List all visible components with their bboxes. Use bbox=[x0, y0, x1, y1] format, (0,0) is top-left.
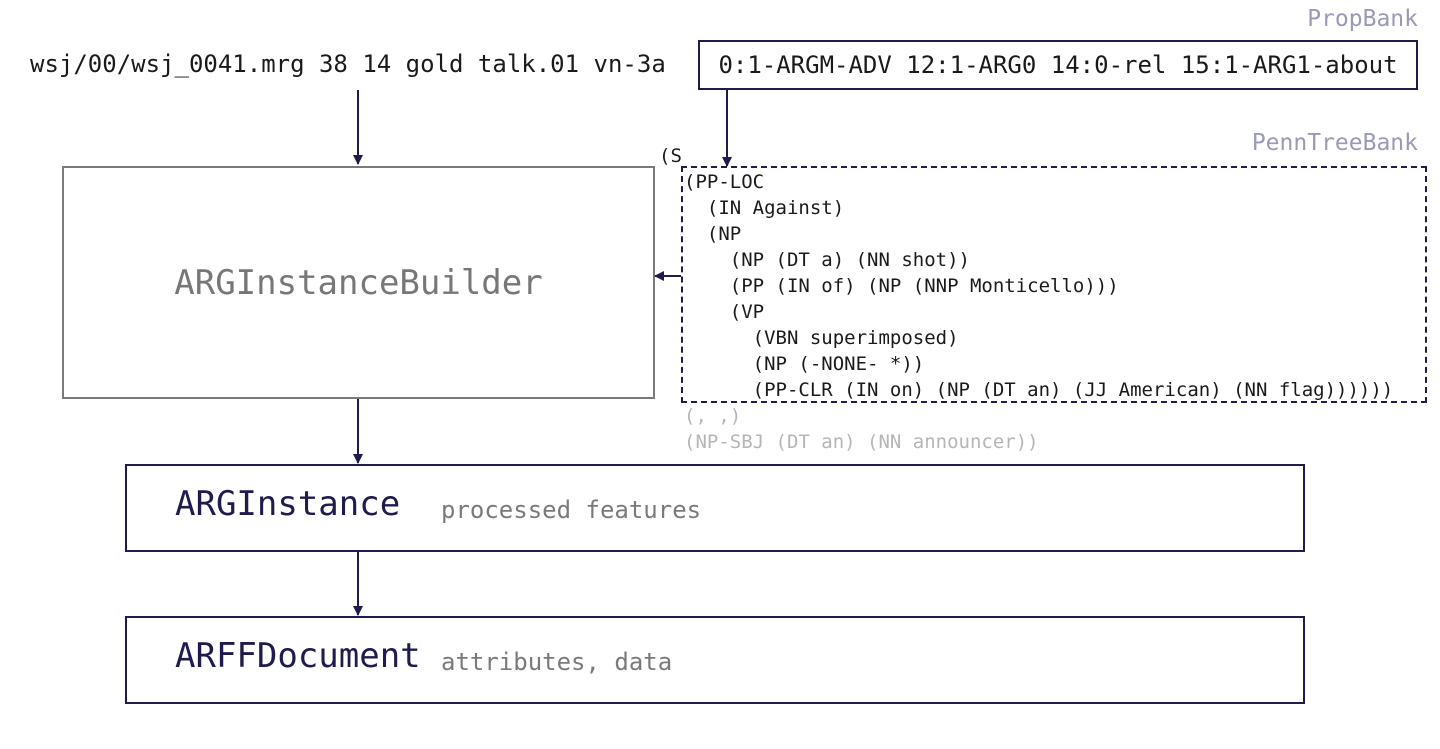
arff-document-title: ARFFDocument bbox=[175, 636, 421, 676]
arff-document-subtitle: attributes, data bbox=[441, 648, 673, 676]
tree-line: (VBN superimposed) bbox=[684, 327, 959, 349]
tree-root: (S bbox=[659, 145, 682, 167]
tree-highlight-box-edge bbox=[1425, 166, 1427, 403]
penntreebank-source-label: PennTreeBank bbox=[1251, 130, 1418, 156]
arg-instance-box: ARGInstance processed features bbox=[125, 464, 1305, 552]
tree-line-faded: (, ,) bbox=[684, 405, 742, 427]
tree-line: (NP bbox=[684, 223, 742, 245]
arff-document-box: ARFFDocument attributes, data bbox=[125, 616, 1305, 704]
propbank-args-text: 0:1-ARGM-ADV 12:1-ARG0 14:0-rel 15:1-ARG… bbox=[718, 51, 1398, 79]
tree-line: (IN Against) bbox=[684, 197, 845, 219]
tree-highlight-box bbox=[681, 166, 1427, 403]
tree-line: (PP-LOC bbox=[684, 171, 765, 193]
arg-instance-title: ARGInstance bbox=[175, 484, 401, 524]
tree-line-faded: (NP-SBJ (DT an) (NN announcer)) bbox=[684, 431, 1039, 453]
arg-instance-builder-label: ARGInstanceBuilder bbox=[174, 262, 543, 303]
arg-instance-builder-box: ARGInstanceBuilder bbox=[62, 166, 655, 399]
tree-line: (PP (IN of) (NP (NNP Monticello))) bbox=[684, 275, 1119, 297]
propbank-entry-prefix: wsj/00/wsj_0041.mrg 38 14 gold talk.01 v… bbox=[30, 50, 666, 78]
tree-line: (NP (DT a) (NN shot)) bbox=[684, 249, 970, 271]
propbank-args-box: 0:1-ARGM-ADV 12:1-ARG0 14:0-rel 15:1-ARG… bbox=[698, 40, 1418, 90]
propbank-source-label: PropBank bbox=[1307, 6, 1418, 32]
arg-instance-subtitle: processed features bbox=[441, 496, 702, 524]
tree-line: (VP bbox=[684, 301, 765, 323]
tree-line: (NP (-NONE- *)) bbox=[684, 353, 925, 375]
tree-line: (PP-CLR (IN on) (NP (DT an) (JJ American… bbox=[684, 379, 1394, 401]
